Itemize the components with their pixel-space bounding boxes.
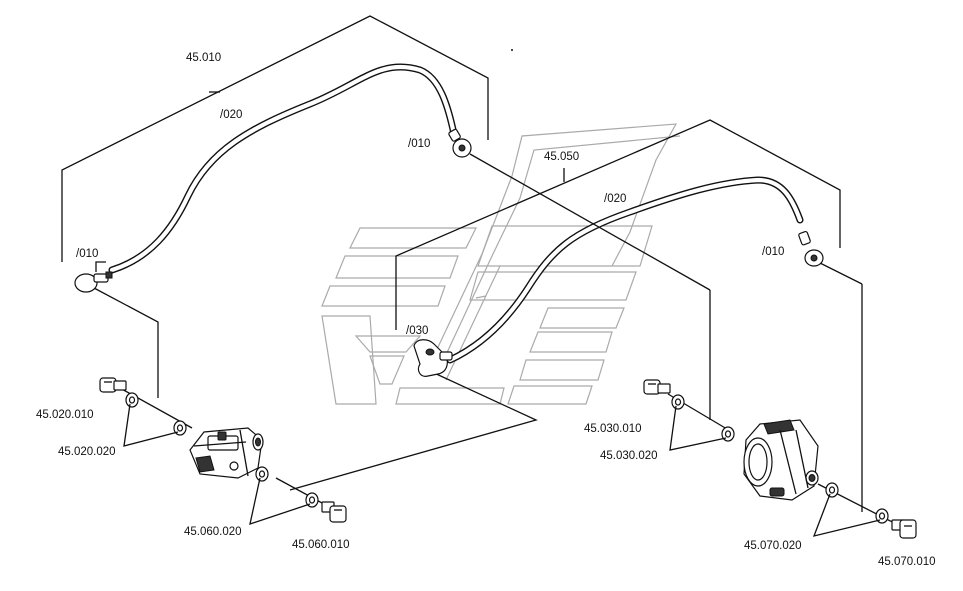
label-left-pipe: /020: [220, 109, 242, 121]
label-bolt-right-lower: 45.070.010: [878, 556, 936, 568]
label-bolt-left: 45.020.010: [36, 409, 94, 421]
right-pipe: [446, 176, 804, 364]
washer-center-2: [305, 492, 319, 508]
bolt-right-lower: [891, 519, 917, 539]
leader-lines: [93, 153, 905, 529]
watermark-logo: [321, 123, 681, 405]
washer-right-lower-2: [875, 508, 889, 524]
label-left-fitting-top: /010: [408, 138, 430, 150]
filter-housing: [743, 419, 819, 501]
label-right-fitting-left: /030: [406, 325, 428, 337]
elbow-fitting-right: [413, 339, 453, 377]
banjo-fitting-left-bottom: [74, 271, 113, 293]
left-pipe: [108, 63, 458, 274]
bolt-right-upper: [643, 379, 671, 395]
label-washers-right-upper: 45.030.020: [600, 450, 658, 462]
label-right-fitting-right: /010: [762, 246, 784, 258]
bolt-left: [99, 377, 127, 393]
washer-left-1: [125, 392, 139, 408]
label-bolt-center: 45.060.010: [292, 539, 350, 551]
label-left-fitting-bottom: /010: [76, 248, 98, 260]
banjo-fitting-right: [798, 230, 824, 267]
label-right-pipe: /020: [604, 193, 626, 205]
pump-body: [189, 427, 264, 479]
washer-right-upper-1: [671, 394, 685, 410]
left-assembly-bracket: [61, 15, 489, 262]
washer-left-2: [173, 420, 187, 436]
dot-mark: [511, 49, 513, 51]
bolt-center: [321, 501, 347, 523]
washer-right-upper-2: [721, 426, 735, 442]
label-washers-right-lower: 45.070.020: [744, 540, 802, 552]
right-assembly-bracket: [395, 119, 841, 330]
label-bolt-right-upper: 45.030.010: [584, 423, 642, 435]
label-left-assembly: 45.010: [186, 52, 221, 64]
washer-center-1: [255, 466, 269, 482]
washer-right-lower-1: [825, 482, 839, 498]
label-washers-center: 45.060.020: [184, 526, 242, 538]
label-right-assembly: 45.050: [544, 151, 579, 163]
banjo-fitting-left-top: [448, 128, 472, 158]
label-washers-left: 45.020.020: [58, 446, 116, 458]
washer-pointer-lines: [123, 403, 881, 537]
